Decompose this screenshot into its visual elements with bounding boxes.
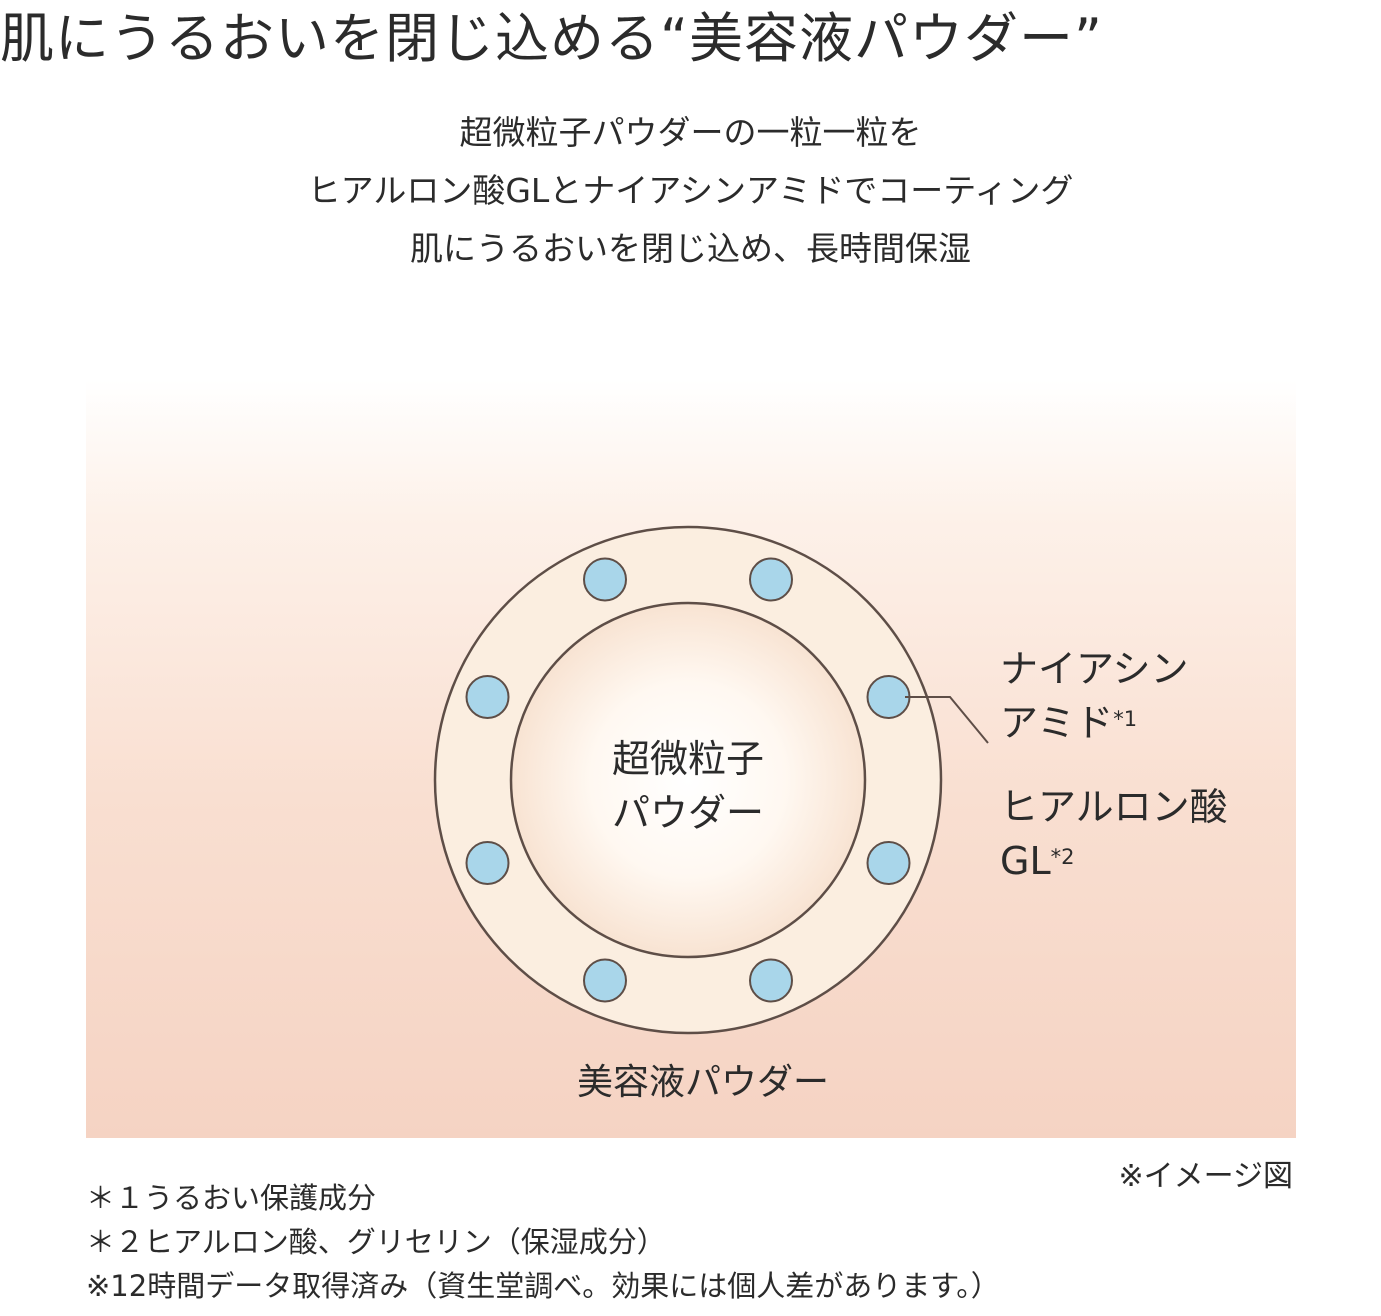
ingredient-dot bbox=[465, 675, 510, 719]
ingredient-dot bbox=[583, 958, 627, 1003]
callout-line: アミド*1 bbox=[1000, 696, 1188, 750]
callout-line: ヒアルロン酸 bbox=[1000, 785, 1228, 829]
core-particle bbox=[509, 601, 867, 959]
callout-text: GL bbox=[1000, 839, 1051, 883]
intro-line: 肌にうるおいを閉じ込め、長時間保湿 bbox=[410, 229, 971, 268]
callout-line: GL*2 bbox=[1000, 834, 1228, 888]
footnote-marker: *2 bbox=[1050, 845, 1075, 869]
ingredient-dot bbox=[866, 841, 911, 885]
ingredient-dot bbox=[583, 557, 627, 602]
footnote: ※12時間データ取得済み（資生堂調べ。効果には個人差があります。） bbox=[86, 1269, 1000, 1303]
headline: 肌にうるおいを閉じ込める“美容液パウダー” bbox=[0, 7, 1103, 70]
ingredient-dot bbox=[866, 675, 911, 719]
ingredient-dot bbox=[749, 958, 793, 1003]
ingredient-dot bbox=[749, 557, 793, 602]
footnotes: ＊１うるおい保護成分 ＊２ヒアルロン酸、グリセリン（保湿成分） ※12時間データ… bbox=[86, 1176, 1000, 1308]
intro-line: 超微粒子パウダーの一粒一粒を bbox=[459, 113, 922, 152]
intro-line: ヒアルロン酸GLとナイアシンアミドでコーティング bbox=[307, 171, 1074, 210]
core-label-line: パウダー bbox=[611, 791, 764, 835]
callout-line: ナイアシン bbox=[1000, 647, 1189, 691]
intro-text: 超微粒子パウダーの一粒一粒を ヒアルロン酸GLとナイアシンアミドでコーティング … bbox=[0, 104, 1381, 278]
footnote-marker: *1 bbox=[1113, 707, 1138, 731]
core-label: 超微粒子 パウダー bbox=[538, 732, 838, 840]
image-note: ※イメージ図 bbox=[1118, 1159, 1293, 1194]
callout-niacinamide: ナイアシン アミド*1 bbox=[1000, 642, 1188, 750]
callout-leader-line bbox=[905, 696, 989, 744]
callout-text: アミド bbox=[1000, 701, 1114, 745]
core-label-line: 超微粒子 bbox=[611, 737, 764, 781]
ingredient-dot bbox=[465, 841, 510, 885]
ingredient-dots bbox=[465, 557, 911, 1003]
footnote: ＊２ヒアルロン酸、グリセリン（保湿成分） bbox=[86, 1225, 666, 1259]
footnote: ＊１うるおい保護成分 bbox=[86, 1181, 377, 1215]
particle-diagram bbox=[433, 525, 989, 1035]
powder-label: 美容液パウダー bbox=[576, 1062, 829, 1103]
diagram-panel: 超微粒子 パウダー ナイアシン アミド*1 ヒアルロン酸 GL*2 美容液パウダ… bbox=[86, 380, 1296, 1138]
callout-hyaluronic-acid: ヒアルロン酸 GL*2 bbox=[1000, 780, 1228, 888]
